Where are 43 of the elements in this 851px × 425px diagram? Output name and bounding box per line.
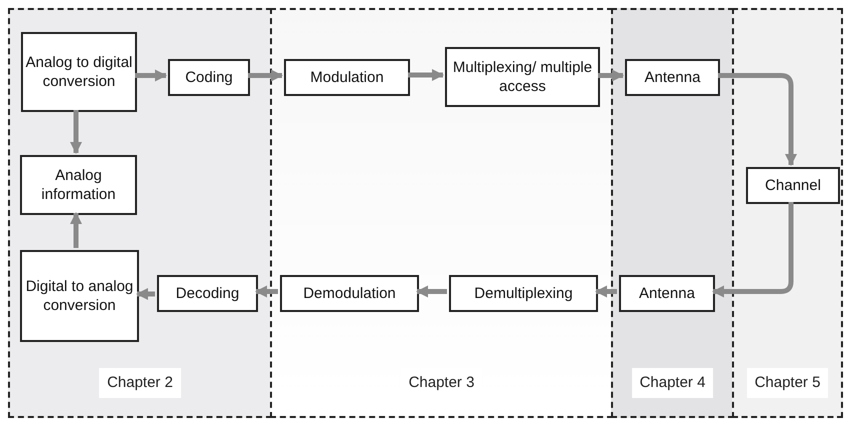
arrow — [718, 73, 797, 166]
arrow — [712, 202, 794, 298]
arrow — [416, 286, 447, 298]
box-text: Demodulation — [303, 284, 396, 303]
arrow — [70, 110, 82, 154]
box-text: Coding — [185, 68, 233, 87]
process-box — [20, 250, 139, 342]
chapter-band — [732, 8, 843, 418]
process-box — [746, 167, 840, 204]
box-text: Digital to analog conversion — [24, 277, 134, 315]
process-box — [157, 275, 258, 312]
chapter-band — [270, 8, 613, 418]
process-box — [21, 32, 137, 112]
box-text: Multiplexing/ multiple access — [452, 58, 594, 96]
box-text: Antenna — [644, 68, 700, 87]
box-text: Demultiplexing — [474, 284, 573, 303]
box-text: Decoding — [176, 284, 240, 303]
process-box — [280, 275, 419, 312]
process-box — [449, 275, 598, 312]
chapter-band — [611, 8, 734, 418]
box-text: Modulation — [310, 68, 384, 87]
chapter-label: Chapter 5 — [746, 368, 828, 398]
arrow — [598, 70, 624, 82]
arrow — [248, 70, 283, 82]
arrow — [408, 69, 444, 81]
chapter-label: Chapter 4 — [632, 368, 714, 398]
process-box — [445, 47, 600, 107]
arrow — [255, 286, 278, 298]
chapter-band — [8, 8, 272, 418]
arrow — [595, 286, 617, 298]
process-box — [625, 59, 720, 96]
chapter-label: Chapter 2 — [99, 368, 181, 398]
arrow — [70, 212, 82, 248]
box-text: Analog to digital conversion — [24, 53, 134, 91]
process-box — [168, 59, 250, 96]
arrow — [136, 288, 155, 300]
process-box — [619, 275, 715, 312]
box-text: Analog information — [40, 166, 117, 204]
process-box — [284, 59, 410, 96]
arrow — [135, 70, 167, 82]
box-text: Channel — [765, 176, 821, 195]
box-text: Antenna — [639, 284, 695, 303]
process-box — [20, 155, 137, 215]
